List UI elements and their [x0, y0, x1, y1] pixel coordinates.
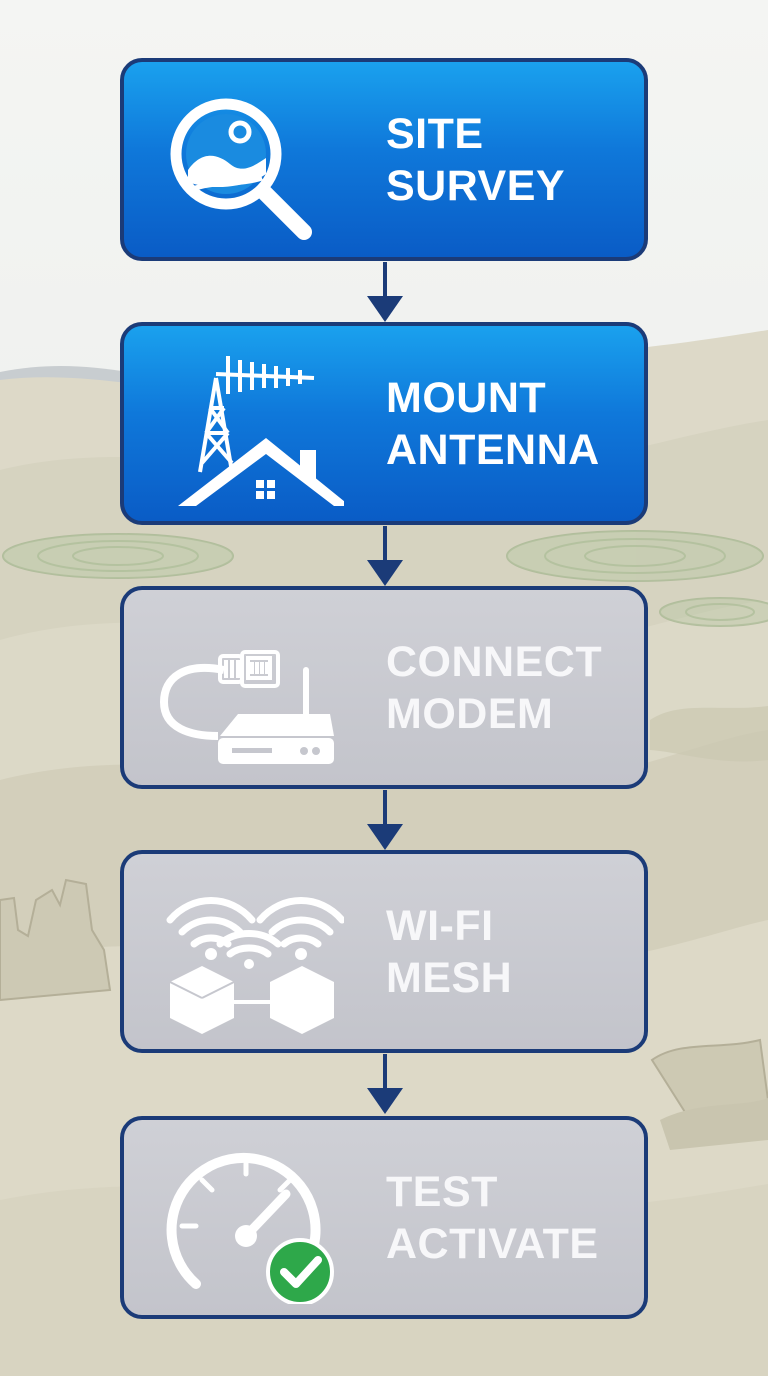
step-title-line2: SURVEY	[386, 161, 566, 210]
step-title-line2: ACTIVATE	[386, 1219, 599, 1268]
step-label: CONNECT MODEM	[386, 590, 636, 785]
step-title-line1: TEST	[386, 1167, 498, 1216]
step-label: TEST ACTIVATE	[386, 1120, 636, 1315]
step-title-line1: WI-FI	[386, 901, 494, 950]
step-title-line1: CONNECT	[386, 637, 603, 686]
cable-modem-icon	[159, 650, 334, 764]
wifi-mesh-icon	[166, 897, 344, 1034]
connector-arrow-4	[367, 1054, 403, 1114]
connector-arrow-3	[367, 790, 403, 850]
connector-arrow-1	[367, 262, 403, 322]
connector-arrow-2	[367, 526, 403, 586]
step-mount-antenna: MOUNT ANTENNA	[120, 322, 648, 525]
speedometer-check-icon	[166, 1152, 334, 1304]
antenna-house-icon	[178, 356, 344, 506]
magnifier-landscape-icon	[170, 98, 312, 240]
step-label: WI-FI MESH	[386, 854, 636, 1049]
step-title-line2: MODEM	[386, 689, 554, 738]
step-title-line2: ANTENNA	[386, 425, 600, 474]
step-label: MOUNT ANTENNA	[386, 326, 636, 521]
step-wifi-mesh: WI-FI MESH	[120, 850, 648, 1053]
step-site-survey: SITE SURVEY	[120, 58, 648, 261]
step-title-line1: SITE	[386, 109, 484, 158]
step-connect-modem: CONNECT MODEM	[120, 586, 648, 789]
step-label: SITE SURVEY	[386, 62, 636, 257]
step-test-activate: TEST ACTIVATE	[120, 1116, 648, 1319]
step-title-line1: MOUNT	[386, 373, 547, 422]
step-title-line2: MESH	[386, 953, 513, 1002]
